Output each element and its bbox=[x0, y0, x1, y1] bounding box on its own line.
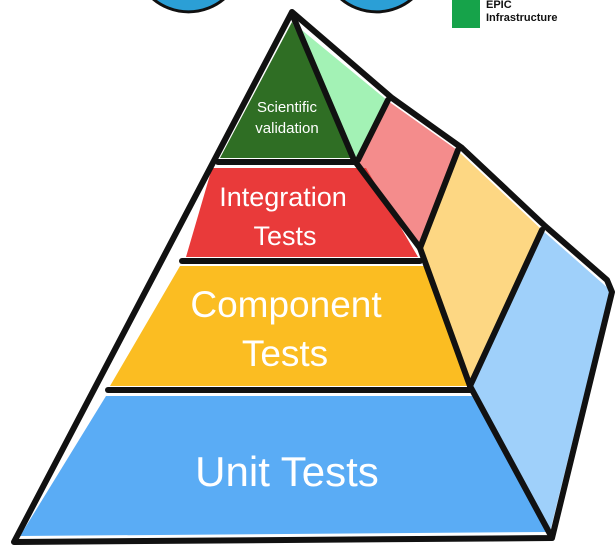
label-unit-tests: Unit Tests bbox=[195, 448, 379, 495]
label-integration-line2: Tests bbox=[253, 221, 316, 251]
side-face-unit-tests bbox=[470, 230, 610, 532]
side-face-scientific-validation bbox=[292, 22, 388, 160]
legend: EPIC Infrastructure bbox=[452, 0, 612, 28]
layer-unit-tests bbox=[20, 396, 548, 536]
top-circle-right bbox=[340, 0, 413, 14]
label-integration-line1: Integration bbox=[219, 182, 347, 212]
label-scientific-line1: Scientific bbox=[257, 99, 318, 116]
legend-label-line2: Infrastructure bbox=[486, 12, 558, 24]
layer-component-tests bbox=[110, 266, 470, 386]
pyramid-outline bbox=[11, 9, 615, 545]
layer-integration-tests bbox=[186, 168, 418, 257]
legend-swatch bbox=[452, 0, 480, 28]
label-component-line2: Tests bbox=[242, 333, 328, 374]
top-circle-left bbox=[152, 0, 225, 14]
layer-scientific-validation bbox=[220, 22, 354, 158]
label-component-line1: Component bbox=[190, 284, 382, 325]
label-scientific-line2: validation bbox=[255, 120, 318, 137]
legend-label-line1: EPIC bbox=[486, 0, 512, 11]
legend-label: EPIC Infrastructure bbox=[486, 0, 558, 25]
